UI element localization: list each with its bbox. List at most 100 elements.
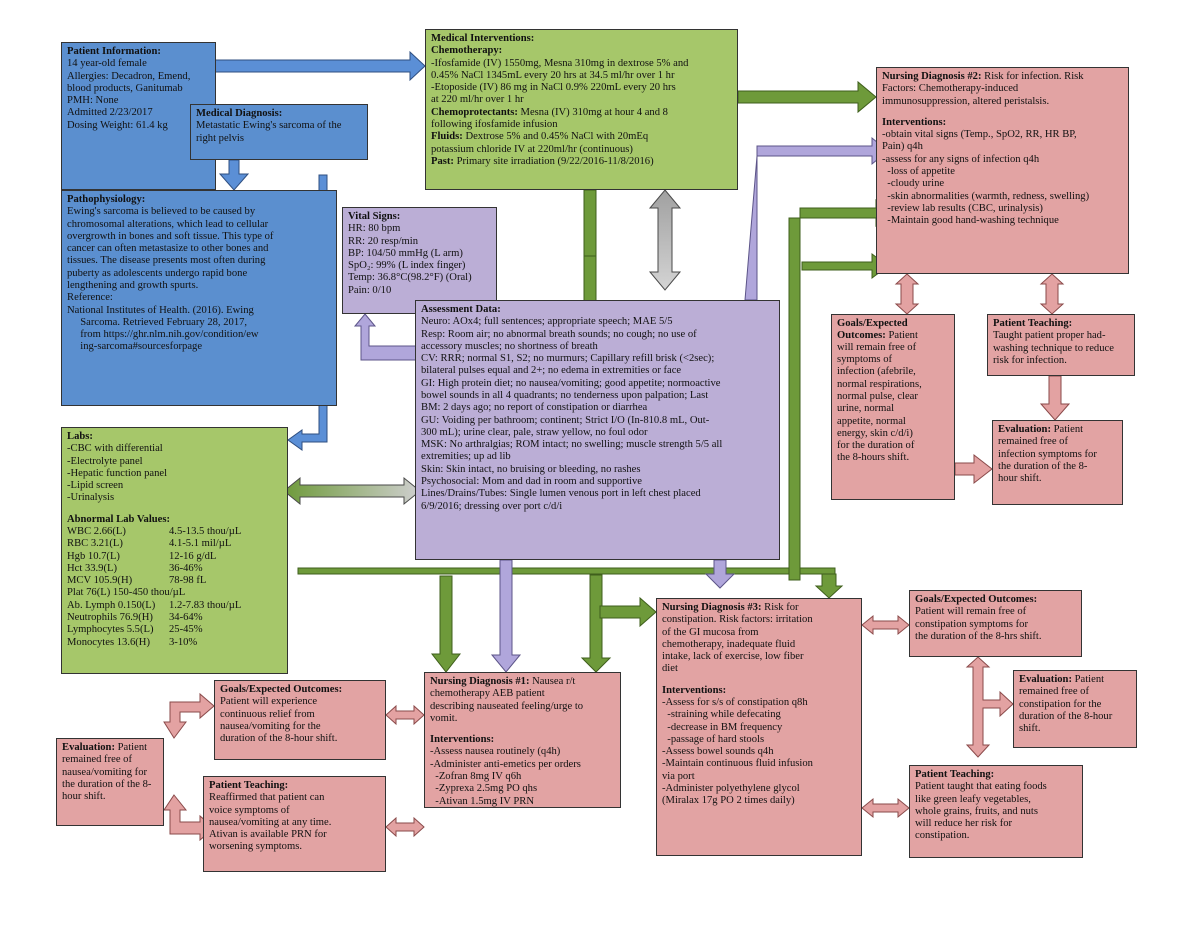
text-line: -Administer polyethylene glycol — [662, 782, 800, 794]
labs-box: Labs: -CBC with differential-Electrolyte… — [61, 427, 288, 674]
lab-name: Lymphocytes 5.5(L) — [67, 624, 154, 636]
text-line: extremities; up ad lib — [421, 451, 511, 463]
text-line: the duration of the 8- — [998, 460, 1088, 472]
lab-name: RBC 3.21(L) — [67, 538, 123, 550]
text-line: SpO₂: 99% (L index finger) — [348, 260, 466, 272]
text-line: -Zofran 8mg IV q6h — [430, 770, 522, 782]
text-line: MSK: No arthralgias; ROM intact; no swel… — [421, 439, 723, 451]
text-line: -review lab results (CBC, urinalysis) — [882, 202, 1043, 214]
text-line: -straining while defecating — [662, 709, 781, 721]
text-line: from https://ghr.nlm.nih.gov/condition/e… — [67, 329, 259, 341]
text-line: normal respirations, — [837, 378, 922, 390]
text-line: PMH: None — [67, 95, 119, 107]
text-line: infection symptoms for — [998, 448, 1097, 460]
evaluation-2-title: Evaluation: — [998, 424, 1051, 435]
text-line: -decrease in BM frequency — [662, 721, 783, 733]
text-line: Resp: Room air; no abnormal breath sound… — [421, 328, 697, 340]
text-line: of the GI mucosa from — [662, 626, 759, 638]
patient-teaching-1-box: Patient Teaching: Reaffirmed that patien… — [203, 776, 386, 872]
text-line: intake, lack of exercise, low fiber — [662, 651, 804, 663]
text-line: appetite, normal — [837, 415, 906, 427]
text-line: constipation. Risk factors: irritation — [662, 614, 813, 626]
text-line: Patient will experience — [220, 696, 318, 708]
patient-teaching-3-title: Patient Teaching: — [915, 769, 995, 780]
labs-assessment-double-arrow — [283, 476, 421, 506]
medical-interventions-title: Medical Interventions: — [431, 33, 535, 44]
text-line: GU: Voiding per bathroom; continent; Str… — [421, 414, 710, 426]
text-line: constipation. — [915, 830, 970, 842]
text-line: Reaffirmed that patient can — [209, 792, 325, 804]
lab-range: 34-64% — [169, 611, 203, 623]
text-line: right pelvis — [196, 132, 244, 144]
lab-name: Hgb 10.7(L) — [67, 550, 120, 562]
pathophysiology-box: Pathophysiology: Ewing's sarcoma is beli… — [61, 190, 337, 406]
text-line: will reduce her risk for — [915, 818, 1013, 830]
text-line: overgrowth in bones and soft tissue. Thi… — [67, 230, 274, 242]
text-line: vomit. — [430, 712, 458, 724]
goals-3-box: Goals/Expected Outcomes: Patient will re… — [909, 590, 1082, 657]
abnormal-labs-title: Abnormal Lab Values: — [67, 513, 171, 525]
assessment-lines: Neuro: AOx4; full sentences; appropriate… — [421, 316, 774, 513]
text-line: Goals/Expected — [837, 318, 908, 329]
lab-value-row: Hgb 10.7(L)12-16 g/dL — [67, 551, 282, 563]
nd3-interventions: -Assess for s/s of constipation q8h -str… — [662, 697, 856, 808]
text-line: Skin: Skin intact, no bruising or bleedi… — [421, 463, 641, 475]
text-line: Patient taught that eating foods — [915, 781, 1047, 793]
pathophysiology-lines: Ewing's sarcoma is believed to be caused… — [67, 206, 331, 353]
text-line: -obtain vital signs (Temp., SpO2, RR, HR… — [882, 129, 1077, 141]
text-line: nausea/vomiting for the — [220, 720, 321, 732]
nd1-interventions-title: Interventions: — [430, 734, 495, 746]
text-line: lengthening and growth spurts. — [67, 279, 199, 291]
text-line: Pain: 0/10 — [348, 284, 392, 296]
text-line: constipation for the — [1019, 698, 1102, 710]
text-line: 300 mL); urine clear, pale, straw yellow… — [421, 426, 648, 438]
nd1-interventions: -Assess nausea routinely (q4h)-Administe… — [430, 746, 615, 807]
patient-teaching-1-title: Patient Teaching: — [209, 780, 289, 791]
patient-teaching-2-title: Patient Teaching: — [993, 318, 1073, 329]
text-line: hour shift. — [998, 473, 1042, 485]
text-line: -Zyprexa 2.5mg PO qhs — [430, 783, 538, 795]
text-line: National Institutes of Health. (2016). E… — [67, 304, 254, 316]
labs-title: Labs: — [67, 431, 93, 442]
text-line: voice symptoms of — [209, 804, 290, 816]
patient-teaching-2-lines: Taught patient proper had-washing techni… — [993, 330, 1129, 367]
text-line: immunosuppression, altered peristalsis. — [882, 95, 1050, 107]
text-line: Neuro: AOx4; full sentences; appropriate… — [421, 316, 673, 328]
nursing-diagnosis-1-title: Nursing Diagnosis #1: — [430, 676, 530, 687]
nd2-interventions-title: Interventions: — [882, 116, 947, 128]
text-line: Metastatic Ewing's sarcoma of the — [196, 120, 342, 132]
text-line: bilateral pulses equal and 2+; no edema … — [421, 365, 682, 377]
text-line: symptoms of — [837, 354, 893, 366]
text-line: Ativan is available PRN for — [209, 829, 327, 841]
lab-value-row: Hct 33.9(L)36-46% — [67, 563, 282, 575]
text-line: nausea/vomiting for — [62, 766, 148, 778]
text-line: the duration of the 8-hrs shift. — [915, 630, 1042, 642]
text-line: CV: RRR; normal S1, S2; no murmurs; Capi… — [421, 353, 715, 365]
lab-value-row: Monocytes 13.6(H)3-10% — [67, 637, 282, 649]
lab-name: WBC 2.66(L) — [67, 525, 126, 537]
text-line: tissues. The disease presents most often… — [67, 255, 266, 267]
text-line: the 8-hours shift. — [837, 452, 910, 464]
text-line: -assess for any signs of infection q4h — [882, 153, 1040, 165]
text-line: -passage of hard stools — [662, 733, 765, 745]
text-line: -Assess bowel sounds q4h — [662, 746, 774, 758]
text-line: -Ifosfamide (IV) 1550mg, Mesna 310mg in … — [431, 57, 689, 69]
text-line: -cloudy urine — [882, 178, 945, 190]
lab-range: 78-98 fL — [169, 575, 207, 587]
lab-range: 1.2-7.83 thou/µL — [169, 599, 242, 611]
evaluation-3-title: Evaluation: — [1019, 674, 1072, 685]
nd2-interventions: -obtain vital signs (Temp., SpO2, RR, HR… — [882, 129, 1123, 227]
text-line: bowel sounds in all 4 quadrants; no tend… — [421, 389, 709, 401]
patient-teaching-3-box: Patient Teaching: Patient taught that ea… — [909, 765, 1083, 858]
text-line: energy, skin c/d/i) — [837, 427, 913, 439]
lab-range: 4.5-13.5 thou/µL — [169, 525, 242, 537]
text-line: 14 year-old female — [67, 58, 147, 70]
labs-lines: -CBC with differential-Electrolyte panel… — [67, 443, 282, 504]
text-line: chromosomal alterations, which lead to c… — [67, 218, 269, 230]
text-line: BP: 104/50 mmHg (L arm) — [348, 247, 463, 259]
